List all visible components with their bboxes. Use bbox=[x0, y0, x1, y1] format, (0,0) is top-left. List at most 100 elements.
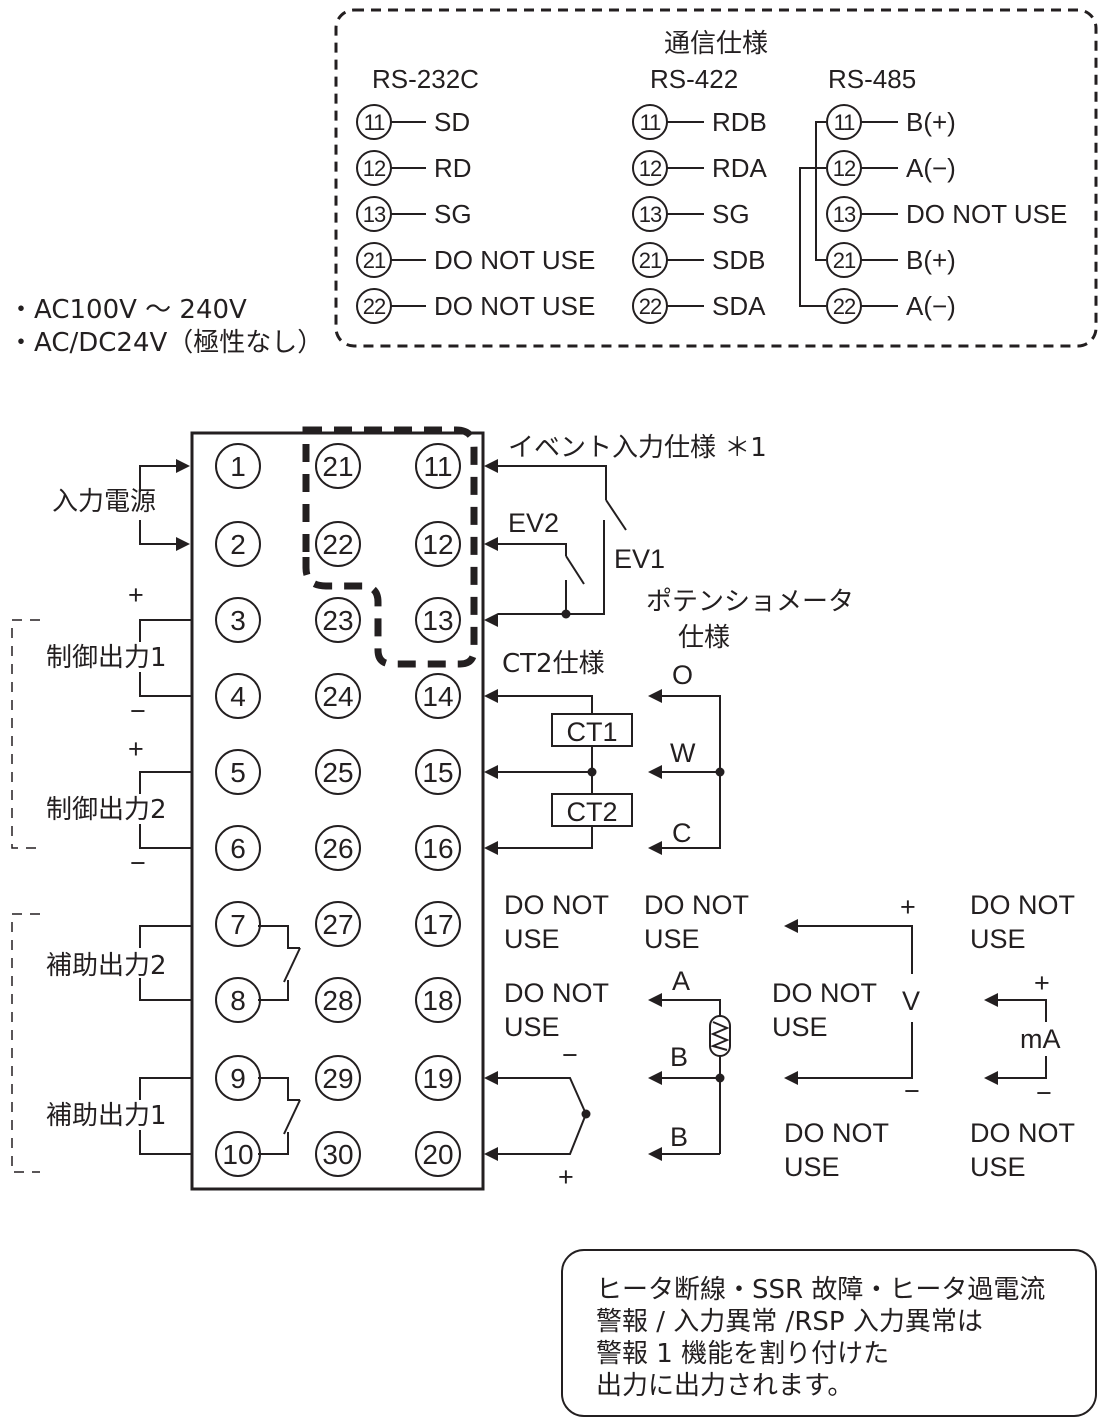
dnu-7a: DO NOT bbox=[970, 1118, 1075, 1148]
rs232c-signal: RD bbox=[434, 153, 472, 183]
rs485-header: RS-485 bbox=[828, 64, 916, 94]
volt-wire-bottom bbox=[798, 1022, 913, 1079]
tc-arrow-20 bbox=[484, 1147, 498, 1161]
aux1-wire-top bbox=[139, 1077, 192, 1100]
relay2-wire-bottom bbox=[258, 980, 289, 1001]
terminal-29-circle bbox=[315, 1055, 361, 1101]
terminal-26-number: 26 bbox=[322, 833, 353, 864]
rtd-a-label: A bbox=[672, 966, 690, 996]
ma-arrow-top bbox=[984, 993, 998, 1007]
ctrl2-minus: − bbox=[130, 848, 146, 878]
dnu-2b: USE bbox=[644, 924, 700, 954]
rs485-term-11-number: 11 bbox=[834, 110, 856, 135]
rs485-signal: A(−) bbox=[906, 291, 956, 321]
terminal-3-circle bbox=[215, 597, 261, 643]
rs422-term-11-number: 11 bbox=[640, 110, 662, 135]
power-input-label: 入力電源 bbox=[52, 487, 156, 517]
terminal-16-circle bbox=[415, 825, 461, 871]
ma-wire-top bbox=[998, 999, 1047, 1022]
rs422-term-12-number: 12 bbox=[639, 156, 662, 181]
rs422-signal: SDB bbox=[712, 245, 765, 275]
rs422-term-13-number: 13 bbox=[639, 202, 662, 227]
note-line-2: 警報 / 入力異常 /RSP 入力異常は bbox=[596, 1307, 983, 1337]
terminal-9-number: 9 bbox=[230, 1063, 246, 1094]
ct1-label: CT1 bbox=[566, 717, 617, 747]
ev-common-node bbox=[561, 609, 571, 619]
terminal-1-circle bbox=[215, 443, 261, 489]
rtd-wire-a bbox=[662, 999, 721, 1016]
terminal-5-number: 5 bbox=[230, 757, 246, 788]
ma-arrow-bottom bbox=[984, 1071, 998, 1085]
aux-bracket bbox=[11, 913, 40, 1173]
dnu-5a: DO NOT bbox=[772, 978, 877, 1008]
ct-arrow-14 bbox=[484, 689, 498, 703]
rs232c-header: RS-232C bbox=[372, 64, 479, 94]
ctrl1-wire-top bbox=[139, 619, 192, 642]
ma-wire-bottom bbox=[998, 1056, 1047, 1079]
rs485-signal: B(+) bbox=[906, 245, 956, 275]
rs422-signal: RDA bbox=[712, 153, 768, 183]
power-arrow-2 bbox=[176, 537, 190, 551]
dnu-7b: USE bbox=[970, 1152, 1026, 1182]
rtd-arrow-a bbox=[648, 993, 662, 1007]
terminal-22-number: 22 bbox=[322, 529, 353, 560]
rs422-signal: SDA bbox=[712, 291, 766, 321]
dnu-1b: USE bbox=[504, 924, 560, 954]
aux2-wire-top bbox=[139, 925, 192, 948]
volt-arrow-top bbox=[784, 919, 798, 933]
note-box bbox=[561, 1249, 1097, 1417]
tc-arrow-19 bbox=[484, 1071, 498, 1085]
rtd-arrow-b1 bbox=[648, 1071, 662, 1085]
terminal-13-circle bbox=[415, 597, 461, 643]
dnu-5b: USE bbox=[772, 1012, 828, 1042]
terminal-13-number: 13 bbox=[422, 605, 453, 636]
terminal-20-number: 20 bbox=[422, 1139, 453, 1170]
rs485-b-bridge bbox=[815, 121, 826, 261]
terminal-8-number: 8 bbox=[230, 985, 246, 1016]
relay1-contact bbox=[283, 1099, 301, 1135]
relay1-wire-bottom bbox=[258, 1132, 289, 1155]
relay2-contact bbox=[283, 947, 301, 983]
terminal-7-circle bbox=[215, 901, 261, 947]
terminal-25-number: 25 bbox=[322, 757, 353, 788]
ev-arrow-12 bbox=[484, 537, 498, 551]
rs485-term-13-number: 13 bbox=[833, 202, 856, 227]
ma-plus: + bbox=[1034, 968, 1050, 998]
rs422-term-21-number: 21 bbox=[639, 248, 662, 273]
terminal-22-circle bbox=[315, 521, 361, 567]
terminal-14-number: 14 bbox=[422, 681, 453, 712]
note-line-4: 出力に出力されます。 bbox=[596, 1371, 853, 1401]
terminal-4-circle bbox=[215, 673, 261, 719]
note-line-1: ヒータ断線・SSR 故障・ヒータ過電流 bbox=[596, 1275, 1045, 1305]
rs422-signal: RDB bbox=[712, 107, 767, 137]
terminal-20-circle bbox=[415, 1131, 461, 1177]
pot-node bbox=[715, 767, 725, 777]
rtd-b1-label: B bbox=[670, 1042, 688, 1072]
pot-label-1: ポテンショメータ bbox=[646, 587, 854, 617]
terminal-4-number: 4 bbox=[230, 681, 246, 712]
control-output1-label: 制御出力1 bbox=[46, 643, 167, 673]
terminal-19-circle bbox=[415, 1055, 461, 1101]
ctrl2-wire-top bbox=[139, 771, 192, 794]
terminal-2-circle bbox=[215, 521, 261, 567]
terminal-24-circle bbox=[315, 673, 361, 719]
ev2-label: EV2 bbox=[508, 508, 559, 538]
terminal-25-circle bbox=[315, 749, 361, 795]
ct2-wire-bottom bbox=[498, 826, 593, 849]
ev2-contact bbox=[565, 555, 585, 585]
aux-output1-label: 補助出力1 bbox=[46, 1101, 167, 1131]
pot-o-label: O bbox=[672, 660, 693, 690]
pot-arrow-c bbox=[648, 841, 662, 855]
dnu-4b: USE bbox=[504, 1012, 560, 1042]
ev1-wire-bottom bbox=[498, 520, 605, 615]
terminal-27-number: 27 bbox=[322, 909, 353, 940]
ctrl1-minus: − bbox=[130, 696, 146, 726]
aux2-wire-bottom bbox=[139, 978, 192, 1001]
terminal-30-number: 30 bbox=[322, 1139, 353, 1170]
terminal-21-circle bbox=[315, 443, 361, 489]
rs232c-signal: SG bbox=[434, 199, 472, 229]
pot-label-2: 仕様 bbox=[678, 623, 730, 653]
terminal-21-number: 21 bbox=[322, 451, 353, 482]
terminal-19-number: 19 bbox=[422, 1063, 453, 1094]
